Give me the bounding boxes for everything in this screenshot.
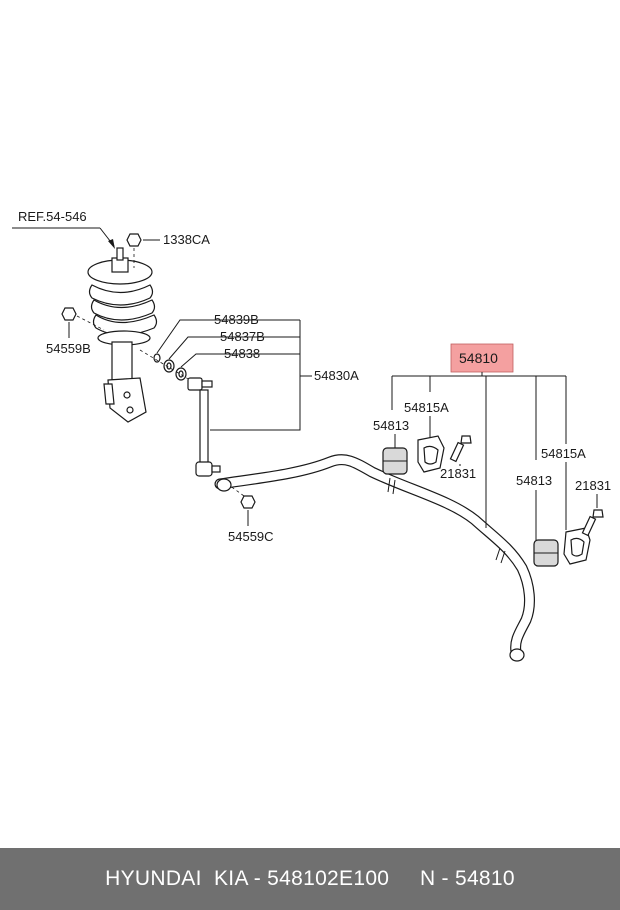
ref-arrow-icon [108, 239, 115, 249]
label-54837b: 54837B [220, 329, 265, 344]
washer-54838-illustration [175, 367, 187, 381]
label-54830a: 54830A [314, 368, 359, 383]
nut-54559c-illustration [240, 495, 256, 509]
label-54559b: 54559B [46, 341, 91, 356]
washer-54839b-illustration [153, 353, 161, 363]
stabilizer-bar-illustration [214, 454, 535, 662]
label-21831-right: 21831 [575, 478, 611, 493]
washer-54837b-illustration [163, 359, 175, 373]
label-54838: 54838 [224, 346, 260, 361]
label-54810: 54810 [459, 350, 498, 366]
ref-label: REF.54-546 [18, 209, 87, 224]
bushing-54813-left-illustration [382, 447, 408, 475]
label-21831-left: 21831 [440, 466, 476, 481]
nut-54559b-illustration [61, 307, 77, 321]
stabilizer-link-illustration [187, 377, 221, 477]
label-54813-left: 54813 [373, 418, 409, 433]
bushing-54813-right-illustration [533, 539, 559, 567]
nut-1338ca-illustration [126, 233, 142, 247]
footer-bar: HYUNDAI KIA - 548102E100 N - 54810 [0, 848, 620, 910]
label-54839b: 54839B [214, 312, 259, 327]
label-54559c: 54559C [228, 529, 274, 544]
label-54813-right: 54813 [516, 473, 552, 488]
label-1338ca: 1338CA [163, 232, 210, 247]
footer-part-number: HYUNDAI KIA - 548102E100 N - 54810 [105, 867, 515, 890]
label-54815a-left: 54815A [404, 400, 449, 415]
bolt-21831-right-illustration [581, 509, 604, 537]
label-54815a-right: 54815A [541, 446, 586, 461]
bolt-21831-left-illustration [449, 435, 472, 463]
clamp-54815a-left-illustration [417, 435, 445, 473]
parts-diagram: REF.54-546 1338CA 54559B 54839B 54837B 5… [12, 209, 611, 662]
strut-assembly-illustration [87, 247, 158, 423]
